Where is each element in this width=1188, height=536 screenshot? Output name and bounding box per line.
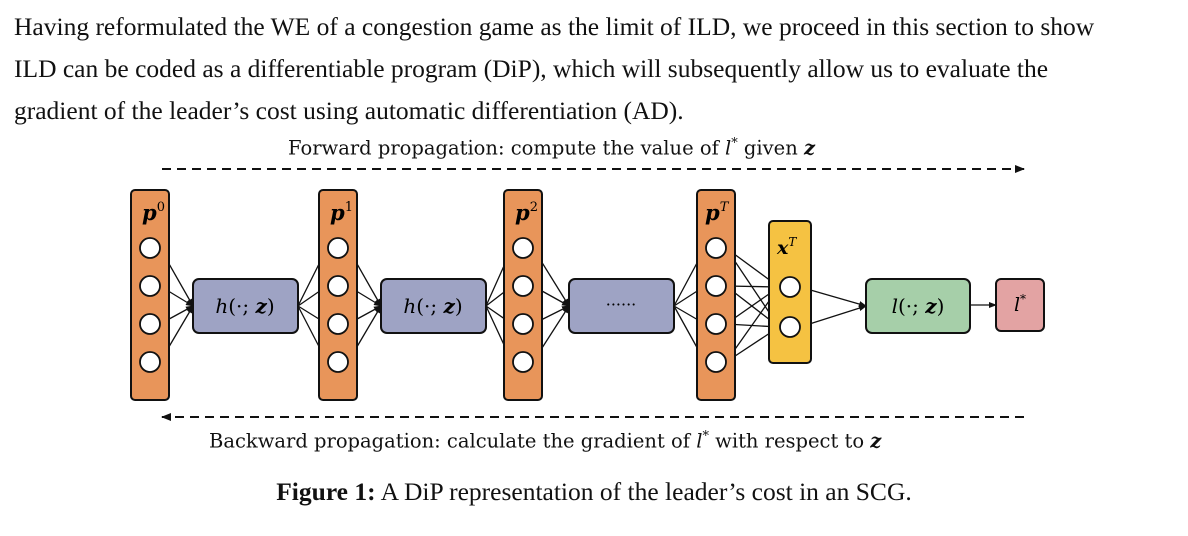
node-p3 [705, 351, 727, 373]
node-p2 [512, 313, 534, 335]
node-p0 [139, 237, 161, 259]
h-block-1 [192, 278, 299, 334]
layer-label-p1: p1 [330, 200, 353, 225]
node-p1 [327, 275, 349, 297]
node-p3 [705, 275, 727, 297]
backward-propagation-label: Backward propagation: calculate the grad… [209, 429, 882, 453]
output-label: l* [1014, 292, 1026, 316]
node-xT [779, 316, 801, 338]
paragraph-line: Having reformulated the WE of a congesti… [14, 12, 1095, 41]
node-p0 [139, 351, 161, 373]
h-block-1-label: h(·; z) [215, 294, 274, 318]
node-p1 [327, 237, 349, 259]
network-nodes [139, 237, 801, 373]
paragraph-line: gradient of the leader’s cost using auto… [14, 96, 684, 125]
h-block-2 [380, 278, 487, 334]
layer-label-p2: p2 [515, 200, 538, 225]
h-block-2-label: h(·; z) [403, 294, 462, 318]
node-p0 [139, 313, 161, 335]
ellipsis-block [568, 278, 675, 334]
node-p2 [512, 237, 534, 259]
figure-caption: Figure 1: A DiP representation of the le… [0, 477, 1188, 507]
output-block [995, 278, 1045, 332]
ellipsis-label: ······ [606, 295, 637, 314]
node-p2 [512, 275, 534, 297]
layer-label-pT: pT [705, 200, 730, 225]
node-p2 [512, 351, 534, 373]
body-paragraph: Having reformulated the WE of a congesti… [14, 6, 1174, 132]
node-p3 [705, 313, 727, 335]
node-p1 [327, 351, 349, 373]
node-p0 [139, 275, 161, 297]
layer-label-p0: p0 [142, 200, 165, 225]
caption-text: A DiP representation of the leader’s cos… [375, 477, 912, 506]
caption-label: Figure 1: [276, 477, 376, 506]
node-xT [779, 276, 801, 298]
l-block [865, 278, 971, 334]
paragraph-line: ILD can be coded as a differentiable pro… [14, 54, 1049, 83]
node-p1 [327, 313, 349, 335]
node-p3 [705, 237, 727, 259]
l-block-label: l(·; z) [892, 294, 945, 318]
forward-propagation-label: Forward propagation: compute the value o… [288, 136, 816, 160]
layer-label-xT: xT [776, 235, 797, 259]
